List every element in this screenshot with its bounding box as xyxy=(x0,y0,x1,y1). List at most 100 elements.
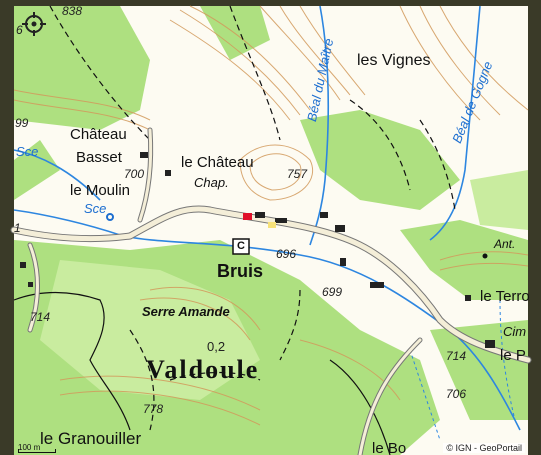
building xyxy=(140,152,148,158)
elevation-706: 706 xyxy=(446,387,467,401)
contour xyxy=(299,339,401,401)
elevation-714-right: 714 xyxy=(446,349,467,363)
road xyxy=(358,338,422,455)
building xyxy=(465,295,471,301)
contour xyxy=(279,5,351,96)
place-label-serre-amande: Serre Amande xyxy=(142,304,230,319)
trail xyxy=(169,371,261,381)
building xyxy=(485,340,495,348)
roads xyxy=(10,127,532,455)
forest-area xyxy=(470,170,528,230)
contour xyxy=(439,5,529,111)
scale-label: 100 m xyxy=(18,443,41,452)
scale-bar-line xyxy=(18,449,56,453)
stream xyxy=(429,5,481,241)
scale-bar: 100 m xyxy=(18,443,58,453)
contour xyxy=(439,251,529,261)
place-label-chateau: Château xyxy=(70,126,127,143)
water-label-sce: Sce xyxy=(16,144,39,159)
contour xyxy=(249,153,302,191)
trail xyxy=(49,5,151,141)
elevation-edge-99: 99 xyxy=(15,116,29,130)
forest-lighter xyxy=(40,170,528,400)
forest-area xyxy=(14,140,60,200)
stream xyxy=(499,299,516,421)
contour xyxy=(59,390,261,426)
road xyxy=(11,206,531,363)
building xyxy=(165,170,171,176)
place-label-le-chateau: le Château xyxy=(181,154,254,171)
water-label-sce-moulin: Sce xyxy=(84,201,107,216)
track xyxy=(329,359,391,455)
intermittent-streams xyxy=(409,299,516,441)
elevation-699: 699 xyxy=(322,285,343,299)
building xyxy=(340,258,346,266)
antenna-icon xyxy=(482,253,488,259)
forest-area xyxy=(400,220,528,300)
locate-control[interactable] xyxy=(22,12,46,36)
stream xyxy=(13,149,101,201)
trail xyxy=(349,99,411,191)
elevation-edge-1: 1 xyxy=(14,221,21,235)
road xyxy=(138,128,153,222)
contour xyxy=(149,286,261,331)
elevation-714-left: 714 xyxy=(30,310,51,324)
elevation-778: 778 xyxy=(143,402,164,416)
place-label-cim: Cim xyxy=(503,324,527,339)
forest-area xyxy=(14,6,150,130)
place-label-le-bo: le Bo xyxy=(372,440,407,455)
contour xyxy=(139,297,251,341)
elevation-757: 757 xyxy=(287,167,308,181)
building xyxy=(275,218,287,223)
place-label-bruis: Bruis xyxy=(217,261,264,281)
building xyxy=(335,225,345,232)
forest-area xyxy=(300,110,460,210)
place-label-le-moulin: le Moulin xyxy=(70,182,131,199)
contour xyxy=(13,99,151,131)
stream xyxy=(309,5,330,246)
building xyxy=(255,212,265,218)
stream xyxy=(13,209,521,431)
campsite-box xyxy=(232,238,250,255)
tracks xyxy=(13,291,391,455)
spring-icon xyxy=(106,213,114,221)
contour xyxy=(299,5,366,96)
building xyxy=(20,262,26,268)
crosshair-icon xyxy=(22,12,46,36)
place-label-valdoule: Valdoule xyxy=(146,355,260,384)
distance-label-0-2: 0,2 xyxy=(207,339,226,354)
place-label-basset: Basset xyxy=(76,149,122,166)
trail xyxy=(129,329,155,431)
contour xyxy=(439,262,529,271)
trails xyxy=(49,5,456,431)
public-building xyxy=(243,213,252,220)
forest-area xyxy=(430,320,528,420)
public-building xyxy=(268,222,276,228)
elevation-edge-6: 6 xyxy=(16,23,23,37)
contour xyxy=(189,5,311,111)
building xyxy=(28,282,33,287)
map-attribution[interactable]: © IGN - GeoPortail xyxy=(443,443,525,453)
track xyxy=(13,291,131,431)
road xyxy=(28,243,39,332)
stream xyxy=(409,349,441,441)
elevation-838: 838 xyxy=(62,4,83,18)
elevation-700: 700 xyxy=(124,167,145,181)
contour xyxy=(59,375,261,411)
place-label-les-vignes: les Vignes xyxy=(357,52,431,69)
place-label-le-granouiller: le Granouiller xyxy=(40,429,142,448)
building xyxy=(370,282,384,288)
contour xyxy=(179,9,301,116)
contour xyxy=(169,19,291,121)
campsite-label: C xyxy=(237,240,245,252)
contour xyxy=(239,144,313,201)
place-label-le-p: le P xyxy=(500,347,526,364)
place-label-ant: Ant. xyxy=(494,237,516,251)
place-label-chap: Chap. xyxy=(194,175,229,190)
buildings xyxy=(20,152,495,348)
place-label-le-terro: le Terro xyxy=(480,288,530,305)
contour xyxy=(419,5,501,116)
building xyxy=(320,212,328,218)
